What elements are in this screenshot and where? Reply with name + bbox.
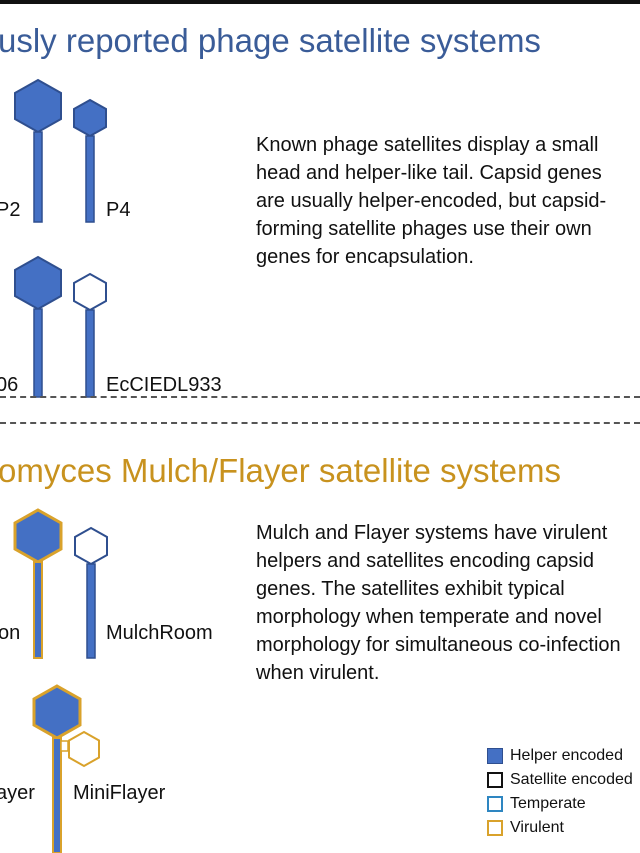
flayer-capsid	[32, 684, 82, 740]
section2-description: Mulch and Flayer systems have virulent h…	[256, 522, 621, 684]
label-06: 06	[0, 374, 19, 396]
filled-blue-square-icon	[487, 748, 503, 764]
p4-capsid	[73, 98, 107, 138]
flayer-tail	[52, 737, 62, 853]
label-p2: P2	[0, 199, 21, 221]
p4-tail	[85, 135, 95, 223]
legend-label: Virulent	[510, 819, 564, 836]
phage-06	[14, 255, 62, 398]
phage-mulchroom	[74, 526, 108, 659]
p2-capsid	[14, 78, 62, 134]
label-miniflayer: MiniFlayer	[73, 782, 166, 804]
legend-item-helper: Helper encoded	[487, 744, 633, 768]
legend: Helper encoded Satellite encoded Tempera…	[487, 744, 633, 840]
mulchroom-tail	[86, 563, 96, 659]
phage-ecciedl933	[73, 272, 107, 398]
hollow-blue-square-icon	[487, 796, 503, 812]
section1-description: Known phage satellites display a small h…	[256, 134, 607, 268]
divider-dashed-upper	[0, 396, 640, 398]
legend-item-virulent: Virulent	[487, 816, 633, 840]
legend-label: Satellite encoded	[510, 771, 633, 788]
mulch-helper-tail	[33, 561, 43, 659]
hollow-black-square-icon	[487, 772, 503, 788]
ecciedl933-tail	[85, 309, 95, 398]
label-flayer: ayer	[0, 782, 35, 804]
legend-label: Temperate	[510, 795, 586, 812]
divider-dashed-lower	[0, 422, 640, 424]
phage-mulch-helper	[13, 508, 63, 659]
miniflayer-connector	[60, 740, 69, 752]
label-mulchroom: MulchRoom	[106, 622, 213, 644]
label-mulch-helper: on	[0, 622, 21, 644]
section-title-reported-satellites: usly reported phage satellite systems	[0, 22, 541, 59]
p2-tail	[33, 131, 43, 223]
phage-p4	[73, 98, 107, 223]
miniflayer-capsid	[68, 730, 100, 768]
top-border-line	[0, 0, 640, 4]
mulchroom-capsid	[74, 526, 108, 566]
legend-label: Helper encoded	[510, 747, 623, 764]
label-ecciedl933: EcCIEDL933	[106, 374, 222, 396]
legend-item-satellite: Satellite encoded	[487, 768, 633, 792]
phage-p2	[14, 78, 62, 223]
mulch-helper-capsid	[13, 508, 63, 564]
section-title-mulch-flayer: omyces Mulch/Flayer satellite systems	[0, 452, 561, 489]
hollow-orange-square-icon	[487, 820, 503, 836]
legend-item-temperate: Temperate	[487, 792, 633, 816]
ecciedl933-capsid	[73, 272, 107, 312]
phage-flayer-miniflayer	[32, 684, 100, 853]
06-capsid	[14, 255, 62, 311]
06-tail	[33, 308, 43, 398]
label-p4: P4	[106, 199, 131, 221]
